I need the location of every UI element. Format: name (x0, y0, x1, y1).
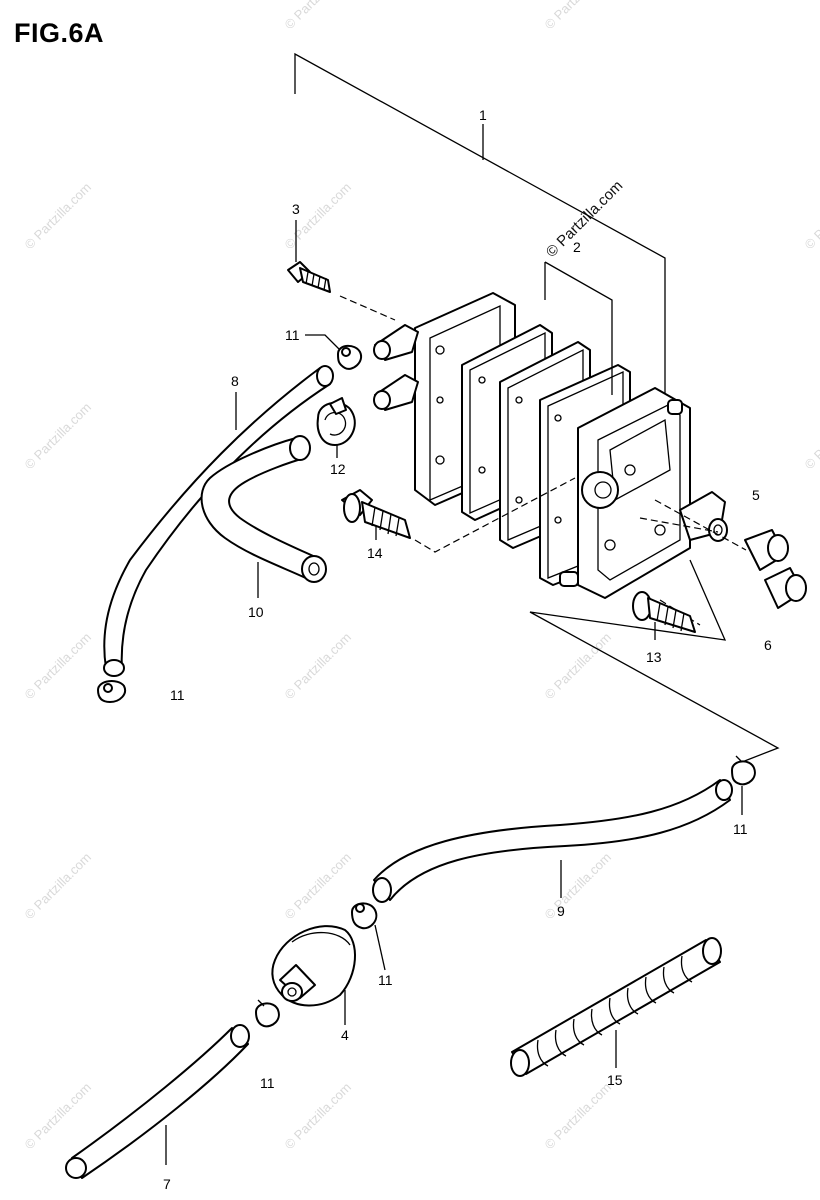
callout-11: 11 (285, 327, 300, 343)
figure-title: FIG.6A (14, 18, 105, 48)
clip-part-11-lower (255, 999, 280, 1028)
watermark: © Partzilla.com (282, 630, 355, 703)
check-valve-tubes (744, 529, 807, 609)
callout-5: 5 (752, 487, 760, 503)
bolt-part-14 (341, 489, 411, 540)
clip-part-11-left (97, 680, 126, 703)
callout-7: 7 (163, 1176, 171, 1192)
watermark-main: © Partzilla.com (543, 177, 626, 260)
callout-1: 1 (479, 107, 487, 123)
bolt-part-13 (632, 591, 696, 640)
callout-8: 8 (231, 373, 239, 389)
fuel-filter-part-4 (271, 925, 357, 1025)
watermark: © Partzilla.com (22, 400, 95, 473)
hose-part-10 (200, 435, 327, 598)
callout-labels: 1 2 3 4 5 6 7 8 9 10 11 11 11 11 11 12 1… (163, 107, 772, 1192)
watermark: © Partzilla.com (542, 0, 615, 32)
watermark: © Partzilla.com (542, 630, 615, 703)
clip-part-11-top (305, 334, 363, 370)
callout-12: 12 (330, 461, 346, 477)
watermark: © Partzilla.com (282, 850, 355, 923)
hose-part-7 (65, 1024, 250, 1179)
callout-4: 4 (341, 1027, 349, 1043)
pump-fittings (373, 324, 419, 411)
assembly-bracket (294, 52, 666, 400)
callout-11: 11 (733, 821, 748, 837)
callout-11: 11 (378, 972, 393, 988)
watermark: © Partzilla.com (802, 180, 820, 253)
hose-part-9 (372, 779, 733, 903)
clip-part-12 (316, 397, 356, 458)
watermark: © Partzilla.com (282, 1080, 355, 1153)
callout-13: 13 (646, 649, 662, 665)
watermark: © Partzilla.com (542, 1080, 615, 1153)
callout-2: 2 (573, 239, 581, 255)
callout-14: 14 (367, 545, 383, 561)
fuel-pump-assembly (414, 292, 691, 599)
callout-15: 15 (607, 1072, 623, 1088)
callout-6: 6 (764, 637, 772, 653)
watermark: © Partzilla.com (22, 1080, 95, 1153)
watermark: © Partzilla.com (802, 400, 820, 473)
watermark: © Partzilla.com (282, 0, 355, 32)
leader-lines (339, 261, 780, 763)
callout-11: 11 (170, 687, 185, 703)
watermark: © Partzilla.com (22, 630, 95, 703)
clip-part-11-mid (351, 902, 386, 971)
watermark: © Partzilla.com (542, 850, 615, 923)
spiral-wrap-part-15 (510, 937, 722, 1077)
callout-10: 10 (248, 604, 264, 620)
callout-9: 9 (557, 903, 565, 919)
callout-11: 11 (260, 1075, 275, 1091)
callout-3: 3 (292, 201, 300, 217)
watermark: © Partzilla.com (22, 180, 95, 253)
clip-part-11-right (731, 755, 756, 815)
bolt-part-3 (287, 220, 331, 293)
watermark: © Partzilla.com (22, 850, 95, 923)
